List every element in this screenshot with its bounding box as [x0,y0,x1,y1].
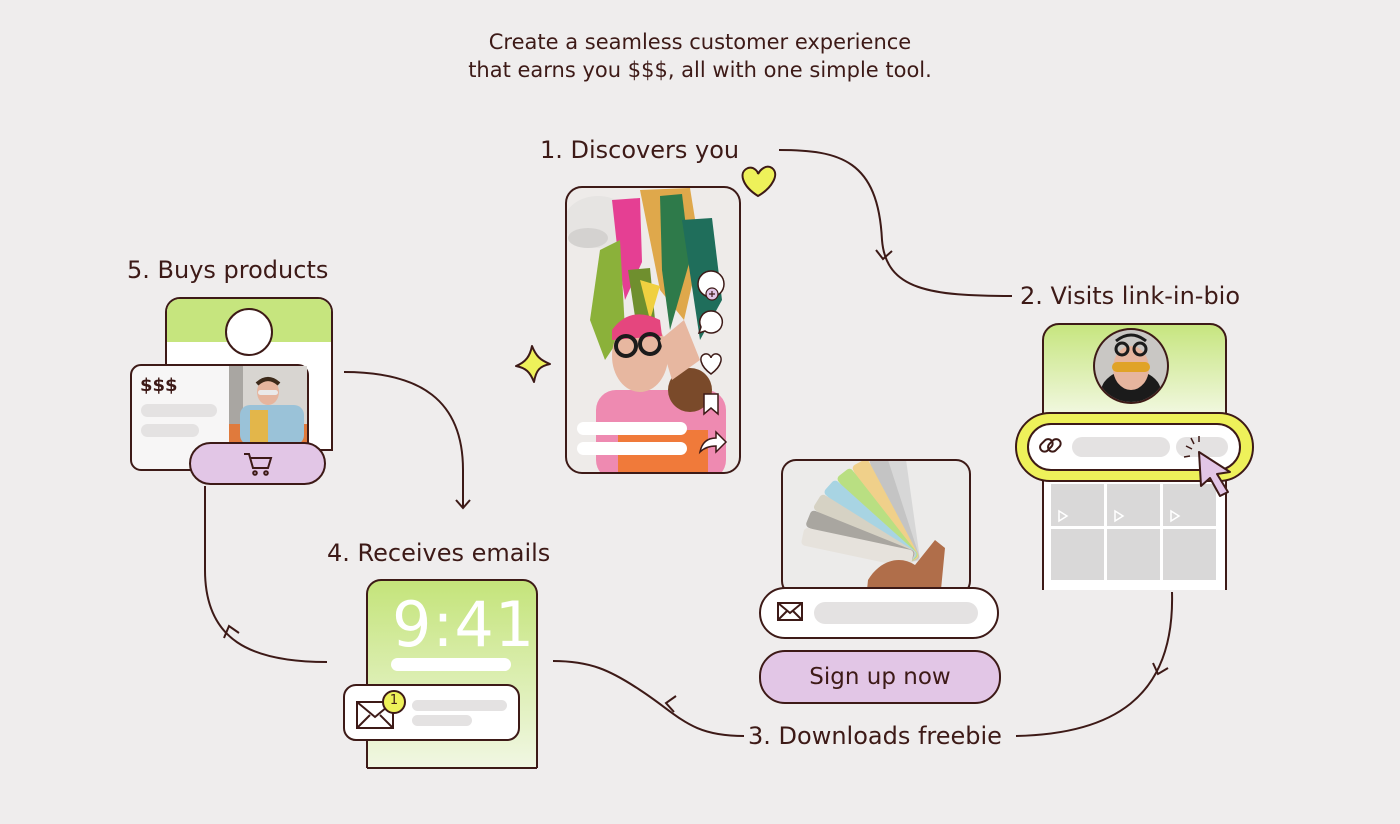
headline: Create a seamless customer experience th… [0,28,1400,84]
play-icon [1058,509,1181,523]
notification-count: 1 [389,693,399,708]
like-icon [700,353,722,375]
connector-2-3 [1015,591,1174,737]
connector-4-5 [204,486,328,663]
lock-screen-time: 9:41 [392,588,536,661]
link-in-bio-card [1015,323,1254,590]
link-icon [1039,438,1062,453]
bookmark-icon [703,393,719,416]
email-phone-card [343,579,538,769]
product-price: $$$ [140,375,178,396]
social-video-card [565,186,741,474]
cursor-icon [1183,436,1231,497]
connector-1-2 [778,149,1013,297]
sparkle-icon [515,345,551,383]
step-3-label: 3. Downloads freebie [748,722,1002,750]
comment-icon [697,310,724,335]
share-icon [698,430,728,455]
step-1-label: 1. Discovers you [540,136,740,164]
headline-line-2: that earns you $$$, all with one simple … [468,58,932,82]
connector-5-4 [343,371,471,510]
notification-badge [382,690,406,714]
headline-line-1: Create a seamless customer experience [488,30,912,54]
step-5-label: 5. Buys products [127,256,329,284]
step-2-label: 2. Visits link-in-bio [1020,282,1241,310]
mail-icon [777,602,803,621]
product-photo [229,366,307,444]
sign-up-button[interactable]: Sign up now [759,650,1001,704]
avatar [1095,330,1167,402]
sign-up-label: Sign up now [809,664,951,690]
step-4-label: 4. Receives emails [327,539,551,567]
cart-icon [244,453,273,476]
shop-card [130,297,333,485]
add-icon [697,270,725,301]
freebie-card [759,459,999,639]
heart-icon [741,165,777,198]
connector-3-4 [552,660,745,737]
